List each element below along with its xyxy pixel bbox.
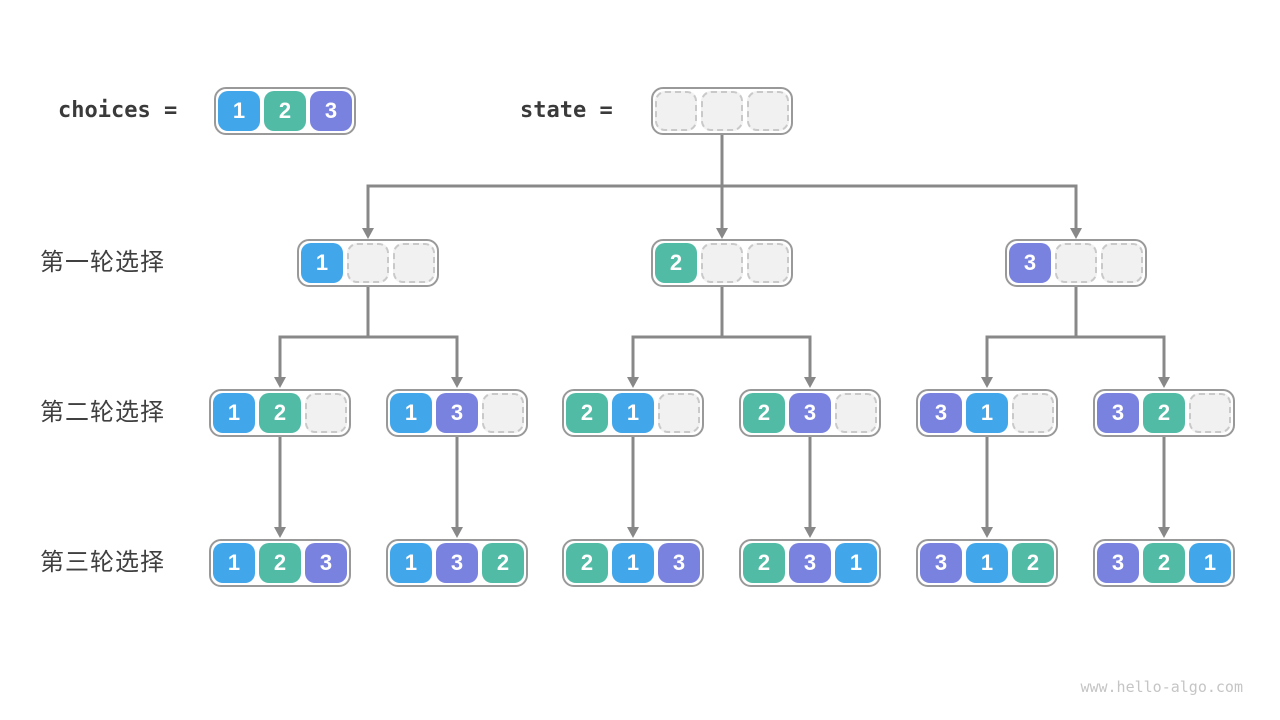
value-cell: 2	[259, 393, 301, 433]
empty-slot	[1012, 393, 1054, 433]
value-cell: 1	[612, 393, 654, 433]
value-cell: 2	[259, 543, 301, 583]
state-box-r1-2: 2	[651, 239, 793, 287]
empty-slot	[1055, 243, 1097, 283]
state-label: state =	[520, 98, 613, 123]
state-box-r1-3: 3	[1005, 239, 1147, 287]
empty-slot	[747, 91, 789, 131]
value-cell: 1	[612, 543, 654, 583]
value-cell: 2	[482, 543, 524, 583]
value-cell: 2	[566, 543, 608, 583]
value-cell: 1	[301, 243, 343, 283]
value-cell: 3	[789, 543, 831, 583]
empty-slot	[701, 243, 743, 283]
value-cell: 2	[1143, 393, 1185, 433]
choices-label: choices =	[58, 98, 178, 123]
empty-slot	[305, 393, 347, 433]
value-cell: 1	[966, 393, 1008, 433]
empty-slot	[655, 91, 697, 131]
value-cell: 3	[658, 543, 700, 583]
value-cell: 1	[213, 543, 255, 583]
value-cell: 2	[655, 243, 697, 283]
state-array	[651, 87, 793, 135]
empty-slot	[347, 243, 389, 283]
value-cell: 3	[1097, 393, 1139, 433]
value-cell: 1	[966, 543, 1008, 583]
row-label-round-3: 第三轮选择	[40, 549, 165, 576]
value-cell: 3	[1009, 243, 1051, 283]
value-cell: 3	[789, 393, 831, 433]
empty-slot	[482, 393, 524, 433]
value-cell: 3	[436, 543, 478, 583]
empty-slot	[747, 243, 789, 283]
value-cell: 2	[743, 393, 785, 433]
empty-slot	[701, 91, 743, 131]
value-cell: 1	[1189, 543, 1231, 583]
row-label-round-2: 第二轮选择	[40, 399, 165, 426]
empty-slot	[1189, 393, 1231, 433]
value-cell: 1	[390, 393, 432, 433]
value-cell: 2	[264, 91, 306, 131]
value-cell: 1	[390, 543, 432, 583]
value-cell: 3	[310, 91, 352, 131]
value-cell: 3	[1097, 543, 1139, 583]
state-box-r1-1: 1	[297, 239, 439, 287]
value-cell: 2	[743, 543, 785, 583]
empty-slot	[658, 393, 700, 433]
value-cell: 3	[920, 393, 962, 433]
value-cell: 1	[218, 91, 260, 131]
value-cell: 3	[920, 543, 962, 583]
value-cell: 2	[1012, 543, 1054, 583]
watermark: www.hello-algo.com	[1080, 678, 1243, 696]
value-cell: 3	[436, 393, 478, 433]
row-label-round-1: 第一轮选择	[40, 249, 165, 276]
empty-slot	[1101, 243, 1143, 283]
empty-slot	[393, 243, 435, 283]
value-cell: 1	[835, 543, 877, 583]
value-cell: 2	[566, 393, 608, 433]
empty-slot	[835, 393, 877, 433]
connector-lines	[274, 134, 1170, 538]
value-cell: 3	[305, 543, 347, 583]
value-cell: 2	[1143, 543, 1185, 583]
value-cell: 1	[213, 393, 255, 433]
